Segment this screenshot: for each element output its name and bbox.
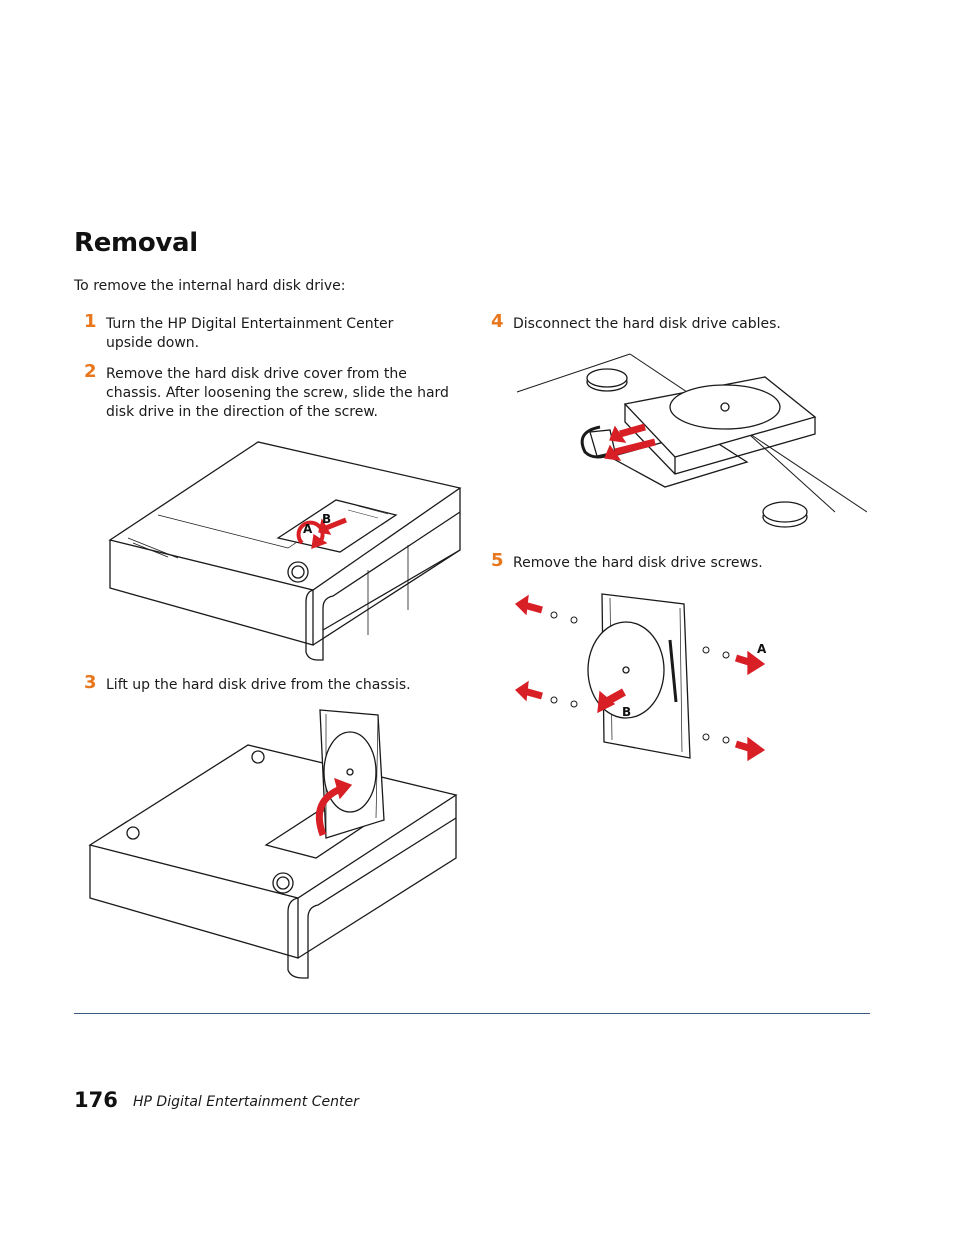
step-number: 1 xyxy=(84,311,97,332)
callout-b: B xyxy=(322,512,331,526)
step-3: 3 Lift up the hard disk drive from the c… xyxy=(84,673,436,695)
step-text: Turn the HP Digital Entertainment Center… xyxy=(106,316,394,351)
step-text: Remove the hard disk drive cover from th… xyxy=(106,366,449,420)
step-text: Lift up the hard disk drive from the cha… xyxy=(106,677,411,693)
section-title: Removal xyxy=(74,228,198,258)
book-title: HP Digital Entertainment Center xyxy=(133,1094,359,1110)
lift-drive-illustration xyxy=(88,709,458,979)
callout-a: A xyxy=(303,522,313,536)
disconnect-cables-illustration xyxy=(516,353,867,528)
page-number: 176 xyxy=(74,1088,118,1112)
step-2: 2 Remove the hard disk drive cover from … xyxy=(84,362,466,422)
step-1: 1 Turn the HP Digital Entertainment Cent… xyxy=(84,312,396,353)
step-number: 3 xyxy=(84,672,97,693)
step-number: 2 xyxy=(84,361,97,382)
step-text: Disconnect the hard disk drive cables. xyxy=(513,316,781,332)
callout-b: B xyxy=(622,705,631,719)
step-4: 4 Disconnect the hard disk drive cables. xyxy=(491,312,843,334)
callout-a: A xyxy=(757,642,767,656)
intro-text: To remove the internal hard disk drive: xyxy=(74,278,346,294)
step-number: 4 xyxy=(491,311,504,332)
remove-screws-illustration: A B xyxy=(514,593,767,762)
step-number: 5 xyxy=(491,550,504,571)
step-5: 5 Remove the hard disk drive screws. xyxy=(491,551,843,573)
chassis-cover-illustration: A B xyxy=(108,441,462,661)
footer-rule xyxy=(74,1013,870,1014)
step-text: Remove the hard disk drive screws. xyxy=(513,555,763,571)
